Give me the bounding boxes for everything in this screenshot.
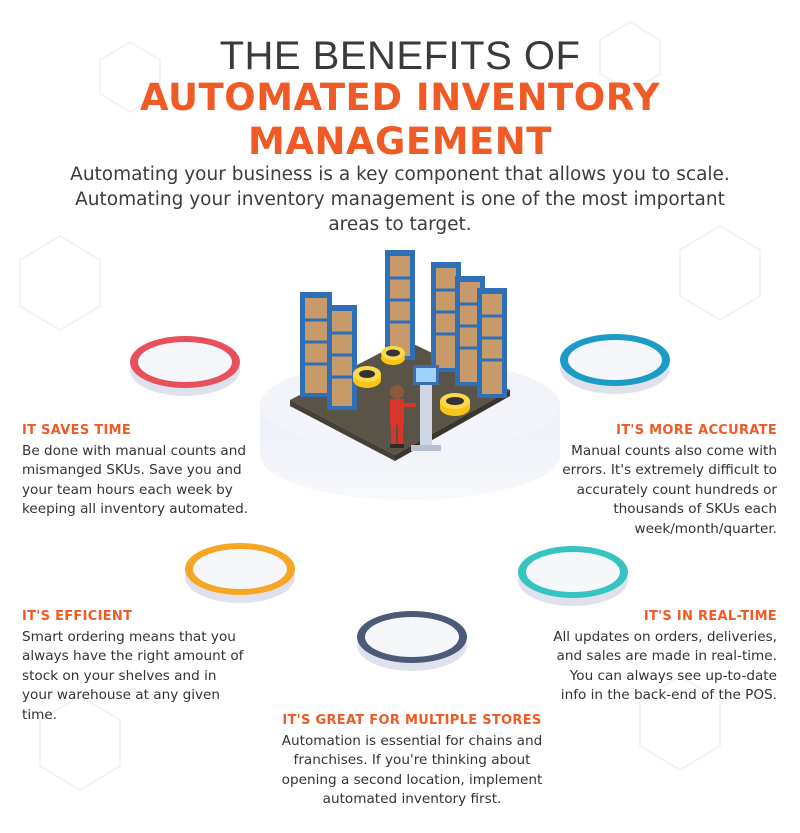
benefit-multiple-stores: IT'S GREAT FOR MULTIPLE STORES Automatio… xyxy=(272,711,552,810)
shelf-unit xyxy=(300,292,332,397)
benefit-title: IT SAVES TIME xyxy=(22,423,132,438)
pod-navy xyxy=(357,611,467,671)
benefit-title: IT'S EFFICIENT xyxy=(22,609,133,624)
shelf-unit xyxy=(327,305,357,410)
benefit-title: IT'S IN REAL-TIME xyxy=(643,609,777,624)
title-line-1: THE BENEFITS OF xyxy=(219,34,581,78)
intro-paragraph: Automating your business is a key compon… xyxy=(70,164,730,235)
benefit-real-time: IT'S IN REAL-TIME All updates on orders,… xyxy=(545,607,777,706)
pod-red xyxy=(130,336,240,396)
warehouse-illustration xyxy=(260,250,560,500)
title-highlight: AUTOMATED INVENTORY MANAGEMENT xyxy=(0,76,800,164)
robot-icon xyxy=(381,346,405,365)
benefit-text: Be done with manual counts and mismanged… xyxy=(22,442,249,518)
shelf-unit xyxy=(477,288,507,398)
title-line-2: AUTOMATED INVENTORY xyxy=(140,76,660,119)
robot-icon xyxy=(440,393,470,416)
shelf-unit xyxy=(385,250,415,360)
benefit-efficient: IT'S EFFICIENT Smart ordering means that… xyxy=(22,607,247,725)
benefit-more-accurate: IT'S MORE ACCURATE Manual counts also co… xyxy=(545,421,777,539)
terminal-kiosk xyxy=(411,365,441,451)
benefit-text: Manual counts also come with errors. It'… xyxy=(562,442,777,537)
pod-teal xyxy=(518,546,628,606)
benefit-text: Smart ordering means that you always hav… xyxy=(22,628,244,723)
pod-blue xyxy=(560,334,670,394)
worker-figure xyxy=(390,385,416,448)
robot-icon xyxy=(353,366,381,388)
benefit-text: Automation is essential for chains and f… xyxy=(281,732,543,808)
pod-orange xyxy=(185,543,295,603)
benefit-title: IT'S MORE ACCURATE xyxy=(616,423,777,438)
title-line-3: MANAGEMENT xyxy=(248,120,552,163)
benefit-saves-time: IT SAVES TIME Be done with manual counts… xyxy=(22,421,267,520)
benefit-title: IT'S GREAT FOR MULTIPLE STORES xyxy=(282,713,542,728)
benefit-text: All updates on orders, deliveries, and s… xyxy=(553,628,777,704)
